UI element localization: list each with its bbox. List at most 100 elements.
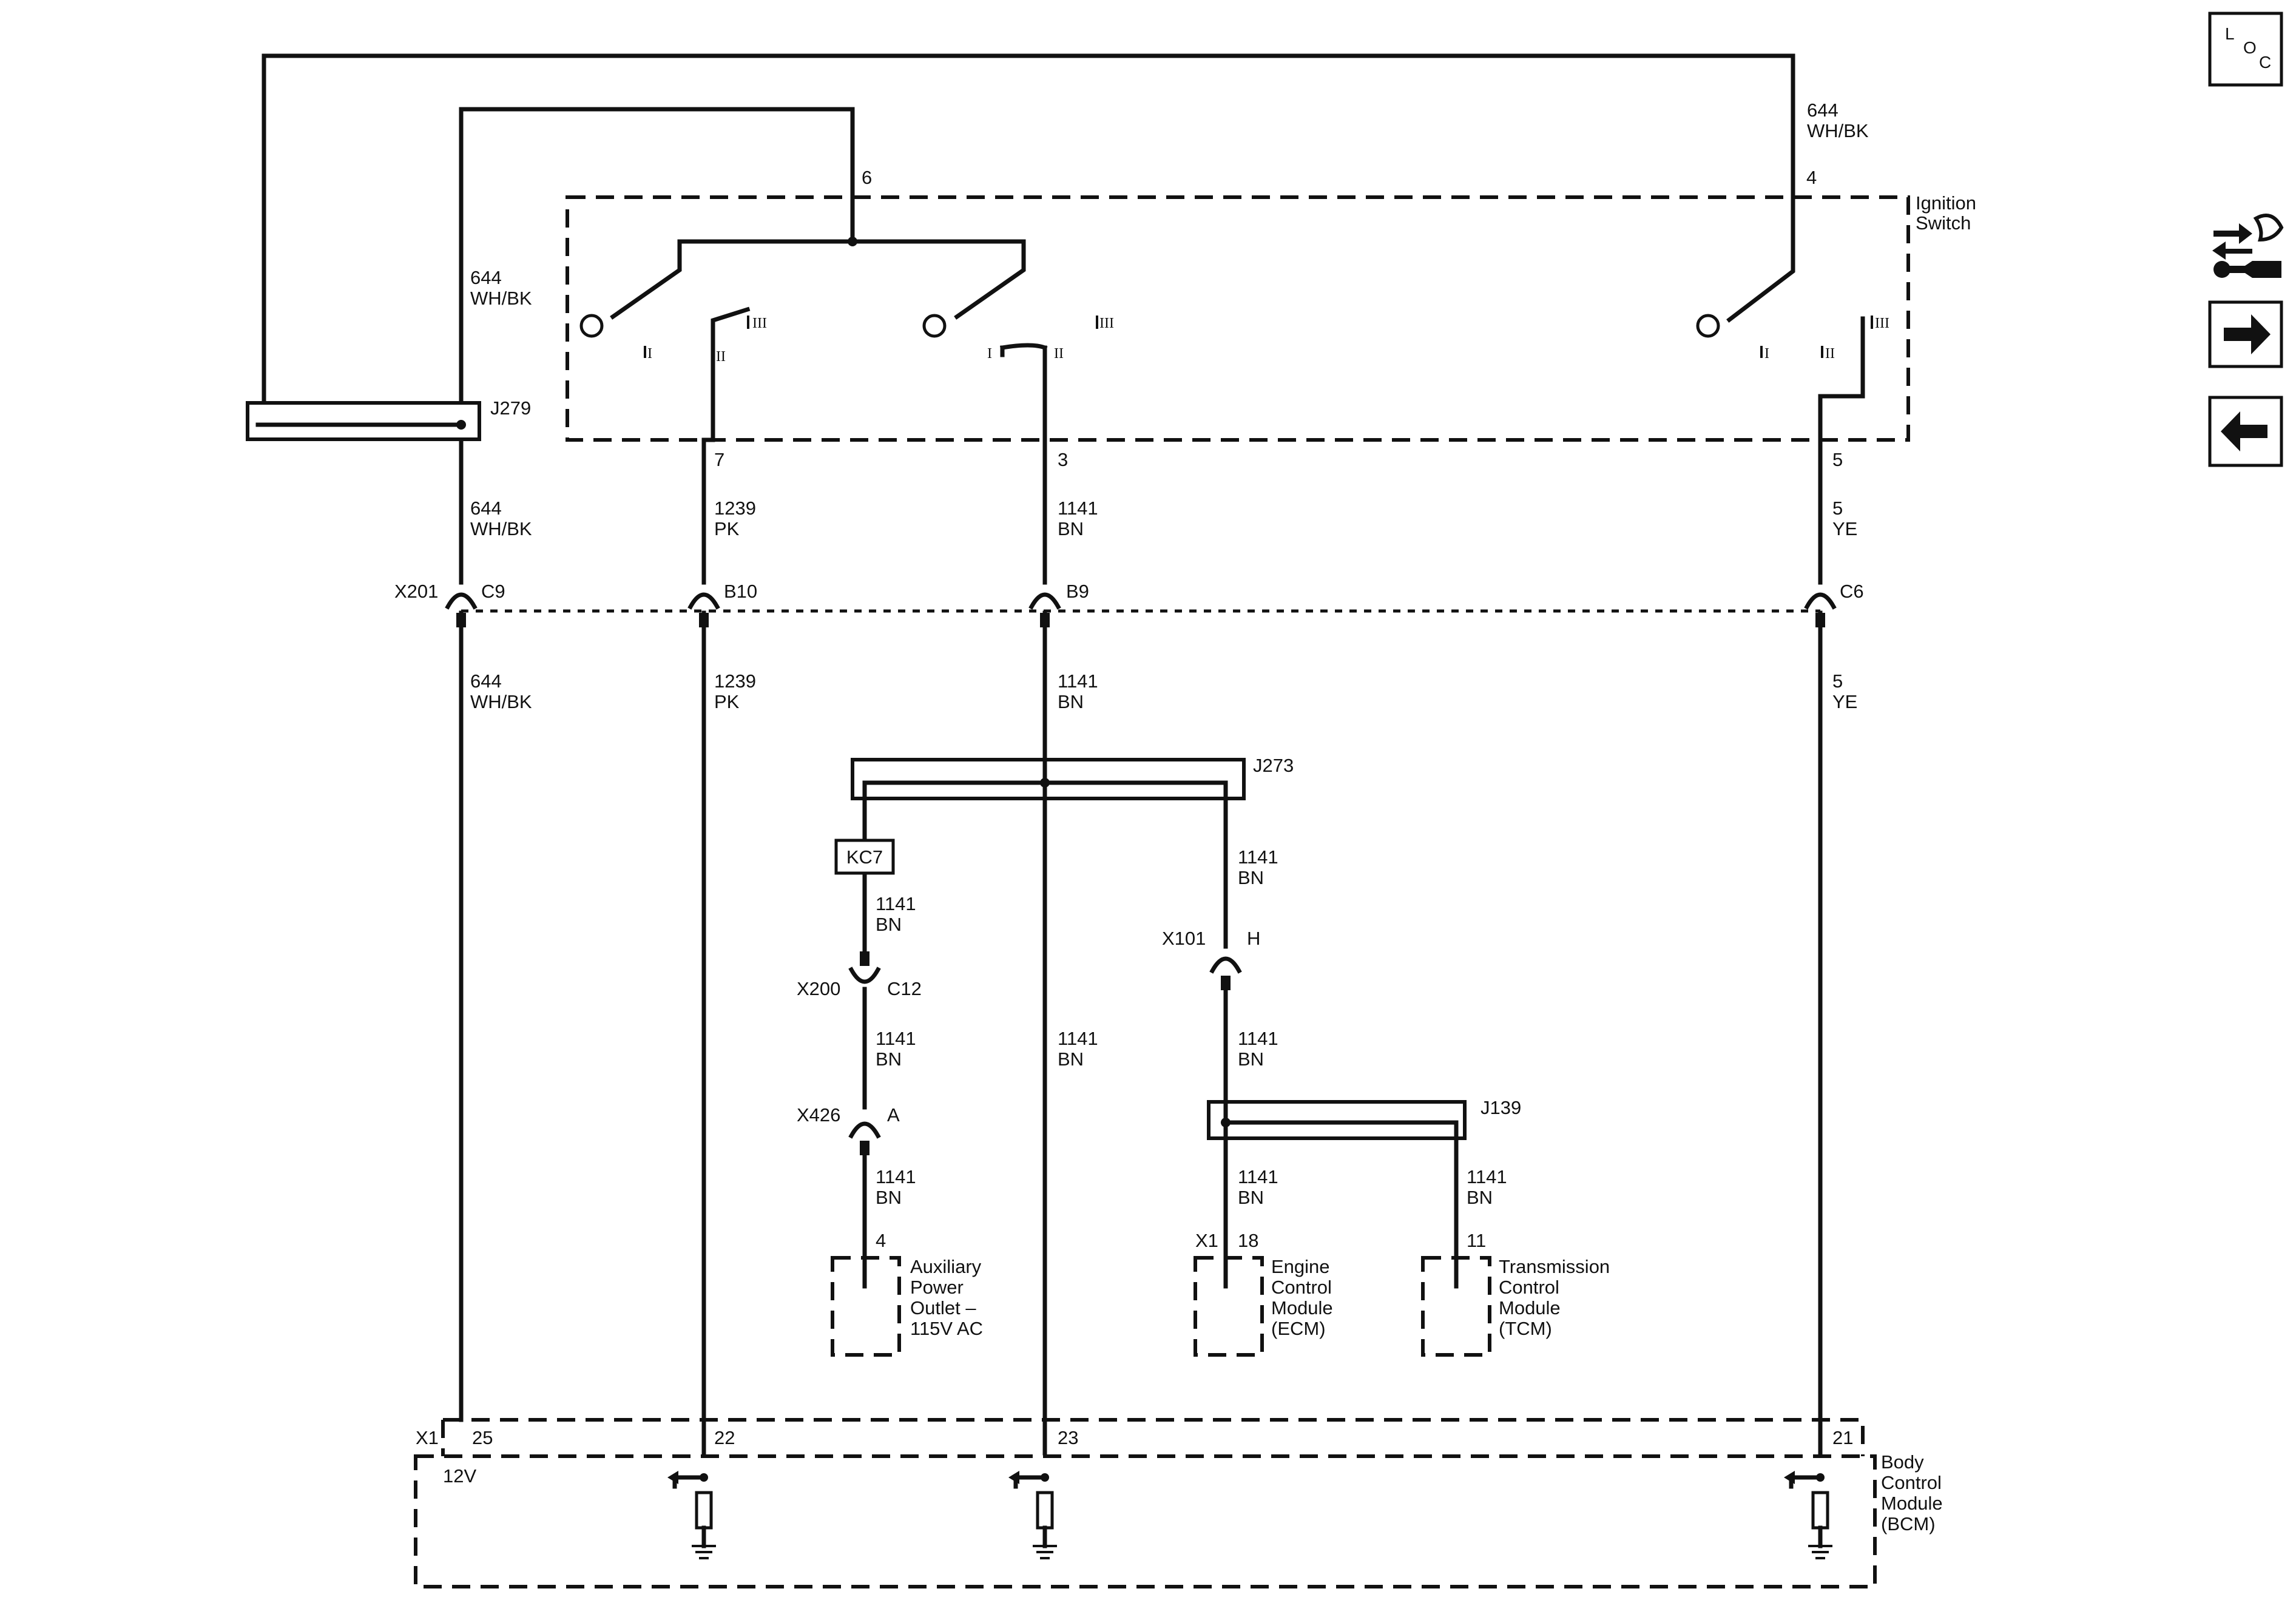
ecm-label-4: (ECM) <box>1271 1318 1326 1339</box>
wire-1141-mid-color: BN <box>1058 691 1084 712</box>
wire-1141-x101-color: BN <box>1238 1048 1264 1070</box>
wire-644-left-num: 644 <box>470 267 502 288</box>
bcm-label-2: Control <box>1881 1472 1942 1493</box>
ignition-switch: I II III I II III I II III Ignition Swit… <box>566 192 1976 442</box>
switch-1-pos-i: I <box>647 346 652 362</box>
wire-1141-x101-num: 1141 <box>1238 1028 1278 1049</box>
wire-644-mid-color: WH/BK <box>470 518 532 539</box>
bcm-input-23 <box>1008 1471 1057 1559</box>
wire-5-up-color: YE <box>1832 518 1857 539</box>
wire-644-left-color: WH/BK <box>470 288 532 309</box>
pin-h: H <box>1247 928 1260 949</box>
wire-644-low-color: WH/BK <box>470 691 532 712</box>
switch-1-pivot <box>579 314 604 338</box>
ignition-switch-label-1: Ignition <box>1916 192 1976 214</box>
tcm-label-3: Module <box>1499 1297 1561 1318</box>
wire-5-up-num: 5 <box>1832 498 1843 519</box>
wire-644-mid-num: 644 <box>470 498 502 519</box>
j273-label: J273 <box>1253 755 1294 776</box>
pin-tcm-11: 11 <box>1467 1230 1486 1251</box>
wire-644-top-num: 644 <box>1807 100 1838 121</box>
pin-bcm-22: 22 <box>714 1427 735 1448</box>
wire-1141-up-color: BN <box>1058 518 1084 539</box>
previous-page-button[interactable] <box>2208 396 2283 467</box>
x200-label: X200 <box>797 978 840 999</box>
switch-2-pos-iii: III <box>1099 316 1114 331</box>
pin-c9: C9 <box>481 581 505 602</box>
pin-5: 5 <box>1832 449 1843 470</box>
pin-bcm-21: 21 <box>1832 1427 1853 1448</box>
wire-1141-x426-color: BN <box>876 1187 902 1208</box>
wire-1141-tcm-num: 1141 <box>1467 1166 1507 1187</box>
wire-644-top-color: WH/BK <box>1807 120 1869 141</box>
pin-b9: B9 <box>1066 581 1089 602</box>
splice-j279 <box>246 401 481 441</box>
bcm-label-1: Body <box>1881 1451 1924 1473</box>
tcm-label-2: Control <box>1499 1277 1559 1298</box>
pin-7: 7 <box>714 449 724 470</box>
wire-1239-low-num: 1239 <box>714 670 756 692</box>
wire-1141-j273-num: 1141 <box>1238 846 1278 868</box>
switch-1-pos-ii: II <box>716 349 726 365</box>
splice-j139 <box>1207 1100 1467 1140</box>
next-page-button[interactable] <box>2208 300 2283 368</box>
wire-644-low-num: 644 <box>470 670 502 692</box>
x1-bcm-label: X1 <box>416 1427 439 1448</box>
next-arrow-icon[interactable] <box>2224 314 2271 354</box>
kc7-box <box>834 839 895 875</box>
wire-1141-ecm-num: 1141 <box>1238 1166 1278 1187</box>
loc-icon[interactable] <box>2208 12 2283 87</box>
x426-label: X426 <box>797 1104 840 1126</box>
switch-2-pivot <box>922 314 947 338</box>
ecm-label-3: Module <box>1271 1297 1333 1318</box>
switch-3-pivot <box>1696 314 1720 338</box>
kc7-label: KC7 <box>846 846 883 868</box>
switch-pins: 6 4 7 3 5 <box>714 167 1843 470</box>
wire-1141-x200-color: BN <box>876 1048 902 1070</box>
wire-1141-up-num: 1141 <box>1058 498 1098 519</box>
wire-labels: 644 WH/BK 644 WH/BK 644 WH/BK 644 WH/BK … <box>470 100 1869 1208</box>
wires <box>262 53 1865 1456</box>
wire-1239-low-color: PK <box>714 691 740 712</box>
bcm-outline <box>414 1454 1877 1588</box>
splice-dot-pin6 <box>848 237 857 246</box>
previous-arrow-icon[interactable] <box>2221 411 2267 451</box>
pin-c12: C12 <box>887 978 922 999</box>
bcm-input-21 <box>1784 1471 1832 1559</box>
loc-letter-o: O <box>2243 38 2257 57</box>
switch-2-pos-ii: II <box>1054 346 1064 362</box>
schematic-tools-button[interactable] <box>2212 214 2284 278</box>
splices: J279 J273 J139 <box>246 397 1521 1141</box>
wire-1141-kc7-color: BN <box>876 914 902 935</box>
wire-1141-low-color: BN <box>1058 1048 1084 1070</box>
pin-bcm-25: 25 <box>472 1427 493 1448</box>
wire-1141-j273-color: BN <box>1238 867 1264 888</box>
wire-1141-x426-num: 1141 <box>876 1166 916 1187</box>
wire-1141-ecm-color: BN <box>1238 1187 1264 1208</box>
pin-b10: B10 <box>724 581 757 602</box>
inline-connectors: X201 C9 B10 B9 C6 X200 C12 X426 A X101 H <box>394 581 1864 1155</box>
aux-outlet-label-2: Power <box>910 1277 964 1298</box>
loc-button[interactable]: L O C <box>2208 12 2283 87</box>
pin-3: 3 <box>1058 449 1068 470</box>
bcm-input-22 <box>667 1471 716 1559</box>
wire-1141-kc7-num: 1141 <box>876 893 916 914</box>
wire-1141-low-num: 1141 <box>1058 1028 1098 1049</box>
ecm-label-2: Control <box>1271 1277 1332 1298</box>
j139-label: J139 <box>1481 1097 1521 1118</box>
schematic-tools-icon[interactable] <box>2212 214 2284 278</box>
pin-bcm-23: 23 <box>1058 1427 1078 1448</box>
load-modules: 4 Auxiliary Power Outlet – 115V AC X1 18… <box>831 1230 1610 1357</box>
splice-j273 <box>851 758 1246 800</box>
pin-ecm-18: 18 <box>1238 1230 1258 1251</box>
switch-3-pos-iii: III <box>1875 316 1889 331</box>
bcm-connector-outline <box>443 1418 1865 1456</box>
aux-outlet-label-3: Outlet – <box>910 1297 976 1318</box>
tcm-label-1: Transmission <box>1499 1256 1610 1277</box>
x101-label: X101 <box>1162 928 1206 949</box>
bcm-12v-label: 12V <box>443 1465 476 1487</box>
switch-1-pos-iii: III <box>752 316 767 331</box>
aux-outlet-label-1: Auxiliary <box>910 1256 982 1277</box>
ecm-label-1: Engine <box>1271 1256 1330 1277</box>
